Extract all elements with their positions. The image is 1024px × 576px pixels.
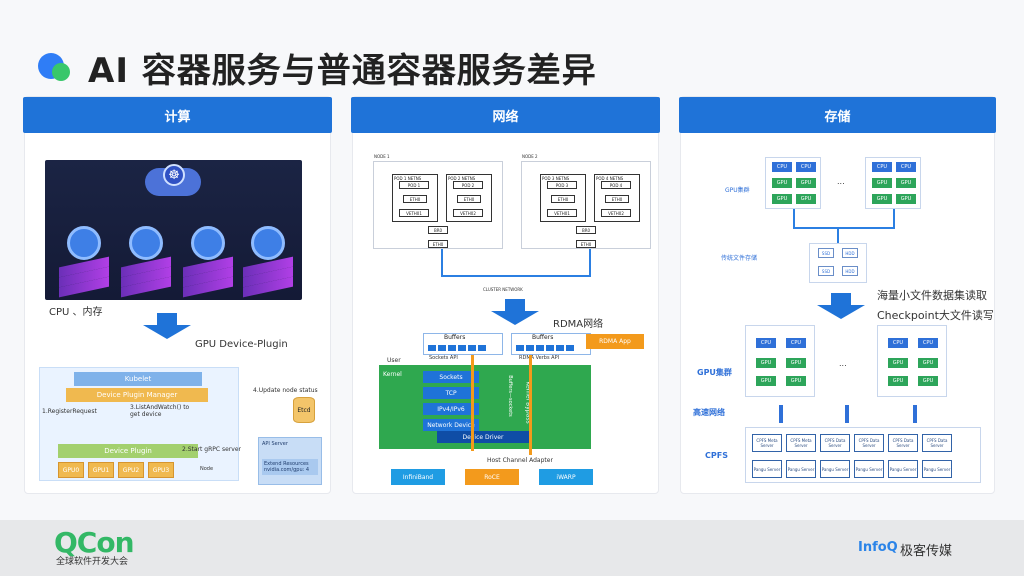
gpu-cluster-top-right: CPU CPU GPU GPU GPU GPU: [865, 157, 921, 209]
compute-panel: 计算 ☸ CPU 、内存 GPU Device-Plugin Kubelet D…: [23, 96, 332, 494]
gpu1-chip: GPU1: [88, 462, 114, 478]
cpfs-box: CPFS Meta Server CPFS Meta Server CPFS D…: [745, 427, 981, 483]
device-plugin-manager-box: Device Plugin Manager: [66, 388, 208, 402]
cpu-memory-label: CPU 、内存: [49, 307, 103, 318]
qcon-logo: QCon: [54, 526, 135, 559]
gpu0-chip: GPU0: [58, 462, 84, 478]
buffers-right: Buffers: [511, 333, 591, 355]
iwarp-box: iWARP: [539, 469, 593, 485]
extend-resources-label: Extend Resources nvidia.com/gpu: 4: [262, 459, 318, 475]
page-title-wrap: AI 容器服务与普通容器服务差异: [36, 42, 597, 92]
update-node-label: 4.Update node status: [253, 387, 318, 394]
kernel-area: Kernel Sockets TCP IPv4/IPv6 Network Dev…: [379, 365, 591, 449]
gauge-server-icon: [243, 226, 293, 298]
network-header: 网络: [351, 97, 660, 133]
node2-box: NODE 2 POD 3 NETNS POD 3 ETH0 VETH01 POD…: [521, 154, 651, 249]
register-request-label: 1.RegisterRequest: [42, 408, 97, 415]
node-label: Node: [200, 466, 214, 472]
infiniband-box: InfiniBand: [391, 469, 445, 485]
down-arrow-icon: [491, 299, 539, 325]
gpu2-chip: GPU2: [118, 462, 144, 478]
gpu-cluster-top-left: CPU CPU GPU GPU GPU GPU: [765, 157, 821, 209]
node1-box: NODE 1 POD 1 NETNS POD 1 ETH0 VETH01 POD…: [373, 154, 503, 249]
gpu-cluster-right: CPU CPU GPU GPU GPU GPU: [877, 325, 947, 397]
pod3-netns: POD 3 NETNS POD 3 ETH0 VETH01: [540, 174, 586, 222]
gpu-cluster-left: CPU CPU GPU GPU GPU GPU: [745, 325, 815, 397]
api-server-label: API Server: [262, 441, 288, 447]
traditional-storage-box: SSD HDD SSD HDD: [809, 243, 867, 283]
cpu-server-icon: [59, 226, 109, 298]
pod1-netns: POD 1 NETNS POD 1 ETH0 VETH01: [392, 174, 438, 222]
kubernetes-icon: ☸: [163, 164, 185, 186]
cluster-network-label: CLUSTER NETWORK: [483, 287, 523, 292]
storage-panel: 存储 GPU集群 CPU CPU GPU GPU GPU GPU ... CPU…: [679, 96, 996, 494]
buffers-left: Buffers: [423, 333, 503, 355]
roce-box: RoCE: [465, 469, 519, 485]
qcon-subtitle: 全球软件开发大会: [56, 557, 129, 567]
device-driver-box: Device Driver: [437, 431, 529, 443]
device-plugin-box: Device Plugin: [58, 444, 198, 458]
bidirectional-arrow-icon: [779, 405, 783, 423]
memory-server-icon: [121, 226, 171, 298]
pod4-netns: POD 4 NETNS POD 4 ETH0 VETH02: [594, 174, 640, 222]
infoq-subtitle: 极客传媒: [900, 544, 953, 559]
footer-bar: [0, 520, 1024, 576]
rdma-app-box: RDMA App: [586, 334, 644, 349]
api-server-box: API Server Extend Resources nvidia.com/g…: [258, 437, 322, 485]
pod2-netns: POD 2 NETNS POD 2 ETH0 VETH02: [446, 174, 492, 222]
list-watch-label: 3.ListAndWatch() to get device: [130, 404, 190, 418]
etcd-icon: Etcd: [293, 397, 315, 423]
rdma-network-label: RDMA网络: [553, 319, 604, 330]
gpu3-chip: GPU3: [148, 462, 174, 478]
down-arrow-icon: [817, 293, 865, 319]
gpu-device-plugin-label: GPU Device-Plugin: [195, 339, 288, 350]
page-title: AI 容器服务与普通容器服务差异: [88, 50, 597, 91]
storage-server-icon: [183, 226, 233, 298]
infoq-logo: InfoQ: [858, 540, 898, 555]
title-logo-icon: [36, 47, 76, 87]
bidirectional-arrow-icon: [913, 405, 917, 423]
kubelet-box: Kubelet: [74, 372, 202, 386]
device-plugin-diagram: Kubelet Device Plugin Manager 1.Register…: [39, 367, 241, 481]
compute-header: 计算: [23, 97, 332, 133]
start-grpc-label: 2.Start gRPC server: [182, 446, 241, 453]
down-arrow-icon: [143, 313, 191, 339]
network-panel: 网络 NODE 1 POD 1 NETNS POD 1 ETH0 VETH01 …: [351, 96, 660, 494]
bidirectional-arrow-icon: [845, 405, 849, 423]
storage-header: 存储: [679, 97, 996, 133]
kubernetes-diagram: ☸: [45, 160, 302, 300]
